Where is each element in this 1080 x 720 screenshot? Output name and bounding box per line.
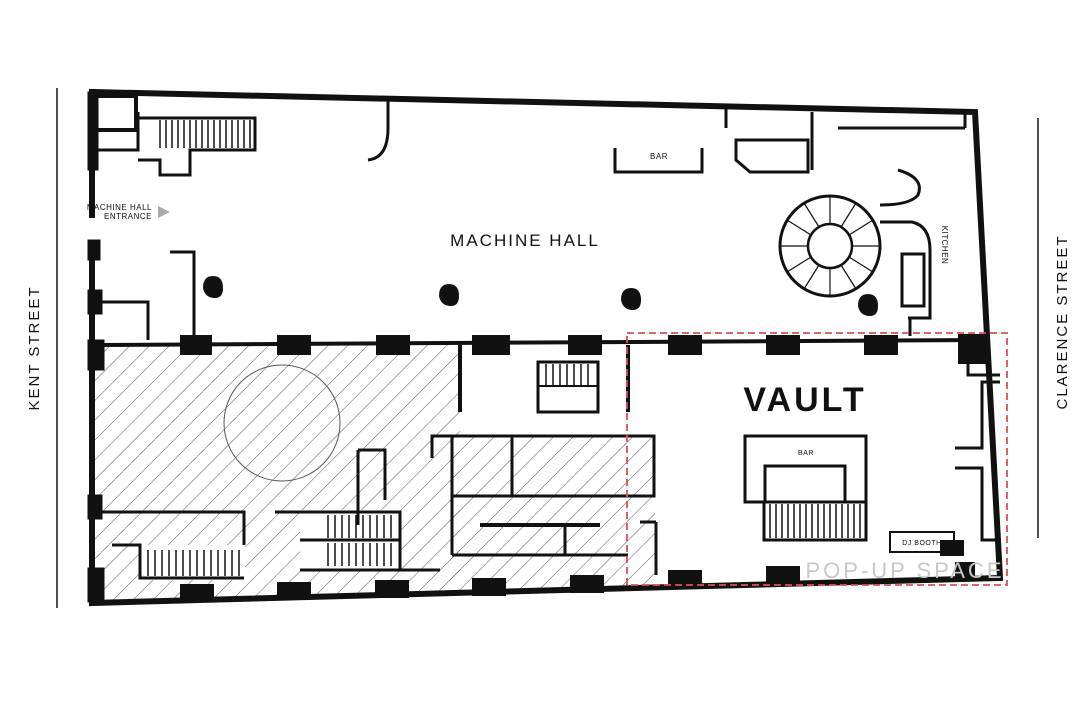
- machine-hall-label: MACHINE HALL: [450, 231, 600, 250]
- vault-highlight: [626, 332, 1008, 586]
- entrance-label-line2: ENTRANCE: [104, 212, 152, 221]
- entrance-arrow-icon: [158, 206, 170, 218]
- unavailable-area: [95, 345, 655, 603]
- kent-street-label: KENT STREET: [26, 285, 43, 410]
- bottom-piers: [180, 562, 975, 602]
- stairs-top-left: [95, 112, 257, 177]
- center-stairs: [458, 345, 630, 414]
- lower-stairs: [147, 515, 392, 576]
- inner-walls: [95, 434, 658, 580]
- vault-details: [743, 340, 1000, 556]
- columns: [203, 276, 878, 316]
- watermark: POP-UP SPACE: [805, 558, 1004, 583]
- dj-booth-label: DJ BOOTH: [902, 540, 941, 547]
- left-rooms: [100, 250, 196, 340]
- bar-top-label: BAR: [650, 152, 668, 161]
- vault-label: VAULT: [743, 381, 866, 419]
- clarence-street-label: CLARENCE STREET: [1054, 234, 1071, 409]
- entrance-label-line1: MACHINE HALL: [87, 203, 152, 212]
- spiral-staircase: [778, 194, 882, 298]
- dividing-wall: [94, 334, 988, 364]
- kitchen-label: KITCHEN: [940, 226, 949, 265]
- machine-hall-details: [367, 100, 967, 336]
- bar-vault-label: BAR: [798, 450, 814, 457]
